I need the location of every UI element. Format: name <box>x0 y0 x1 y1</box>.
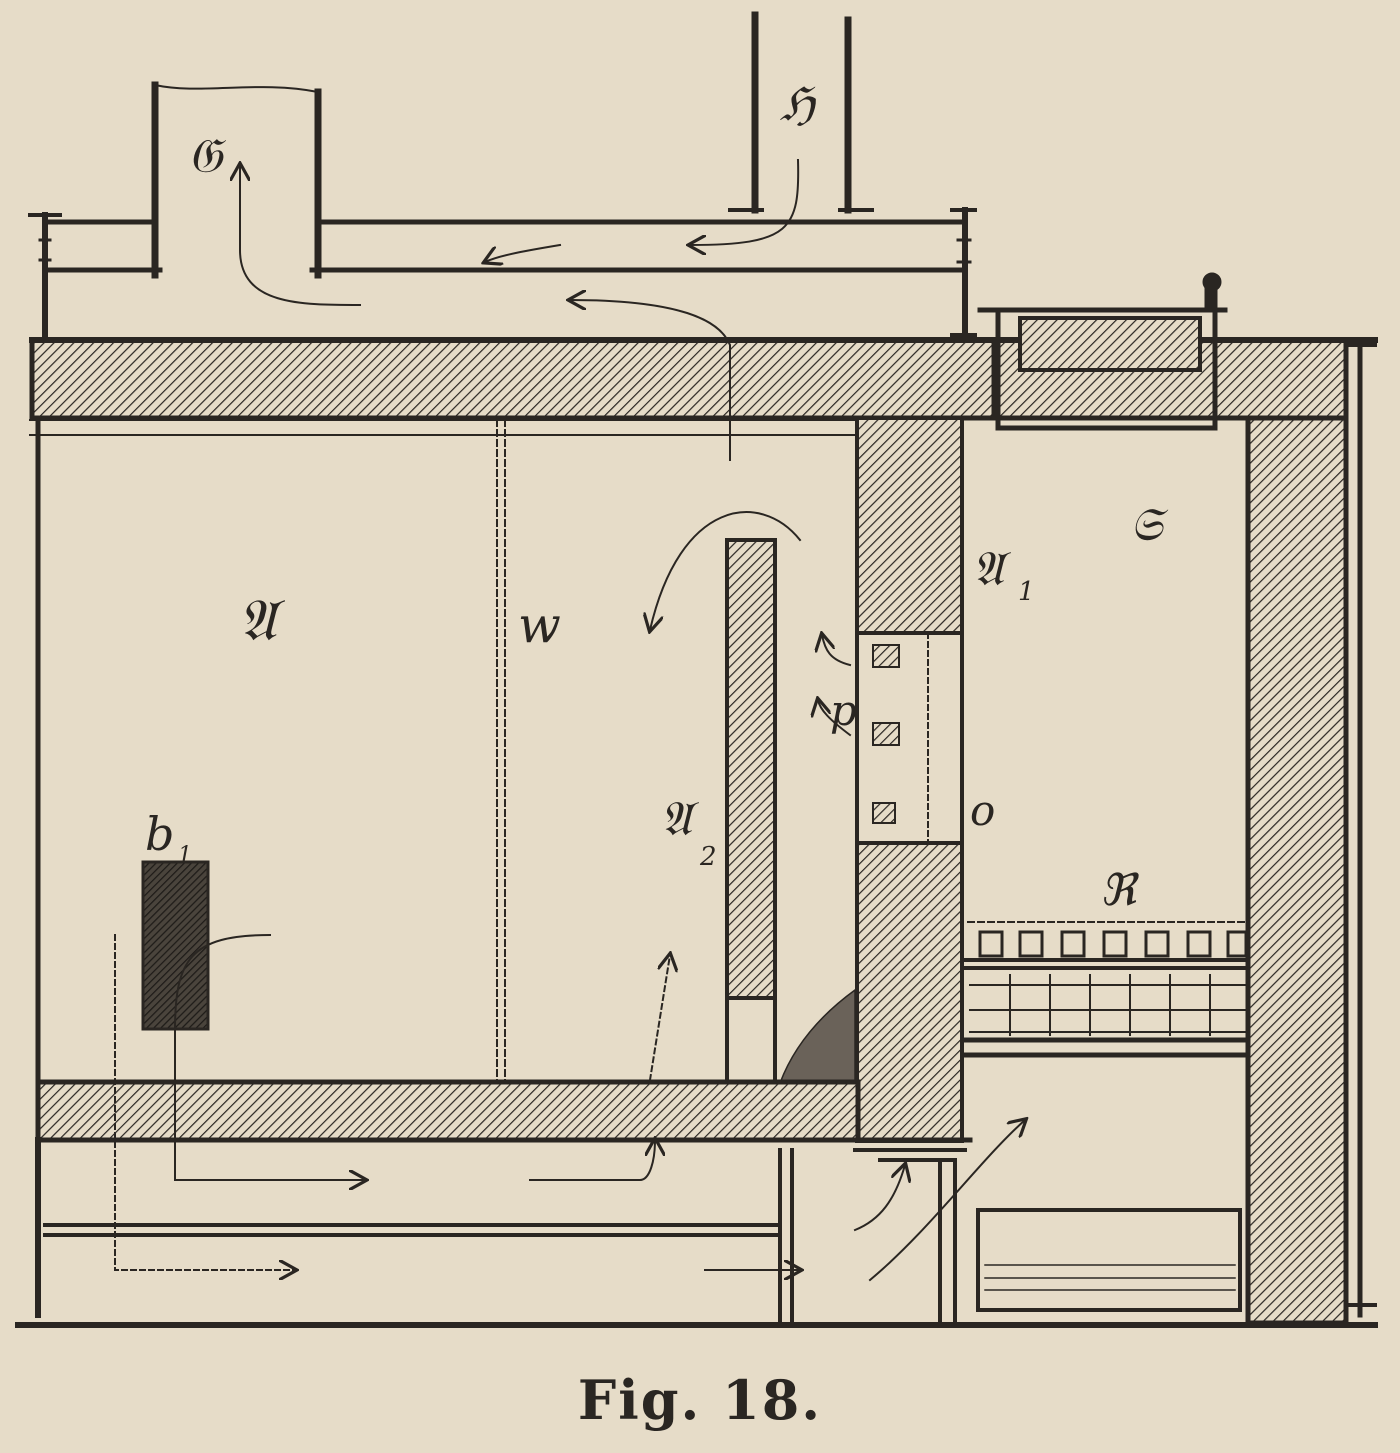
floor-slab <box>35 1079 861 1143</box>
label-w: w <box>518 596 561 654</box>
racks-r <box>962 921 1251 1058</box>
label-a1-sub: 1 <box>1018 577 1035 607</box>
label-a: 𝔄 <box>238 586 286 654</box>
label-a2-sub: 2 <box>699 842 717 872</box>
wall-a1-lower <box>855 841 964 1143</box>
lid-box <box>977 272 1228 431</box>
label-h: ℌ <box>780 77 816 131</box>
partition-w <box>496 419 506 1083</box>
label-r: ℜ <box>1100 865 1140 916</box>
water-basin <box>976 1208 1242 1312</box>
chimney-h <box>728 11 874 214</box>
figure-caption: Fig. 18. <box>577 1368 823 1432</box>
top-air-duct <box>28 207 977 343</box>
chimney-g <box>151 81 322 279</box>
label-a2: 𝔄 <box>660 791 699 847</box>
label-b-sub: 1 <box>178 843 192 868</box>
right-wall <box>1245 415 1349 1326</box>
bottom-air-ducts <box>15 1137 1378 1328</box>
letter-labels: 𝔊 ℌ 𝔄 w 𝔄 1 𝔄 2 𝔖 p o ℜ b 1 <box>145 77 1169 916</box>
label-p: p <box>830 686 857 735</box>
inner-wall-a2 <box>725 538 777 1000</box>
wall-a1-upper <box>855 416 964 635</box>
label-s: 𝔖 <box>1130 497 1169 551</box>
roof-slab <box>29 337 997 421</box>
flow-arrows <box>114 158 1025 1282</box>
label-o: o <box>970 786 995 835</box>
label-g: 𝔊 <box>188 128 227 184</box>
fuel-heap <box>778 988 856 1084</box>
label-a1: 𝔄 <box>972 541 1011 597</box>
label-b: b <box>145 807 174 861</box>
